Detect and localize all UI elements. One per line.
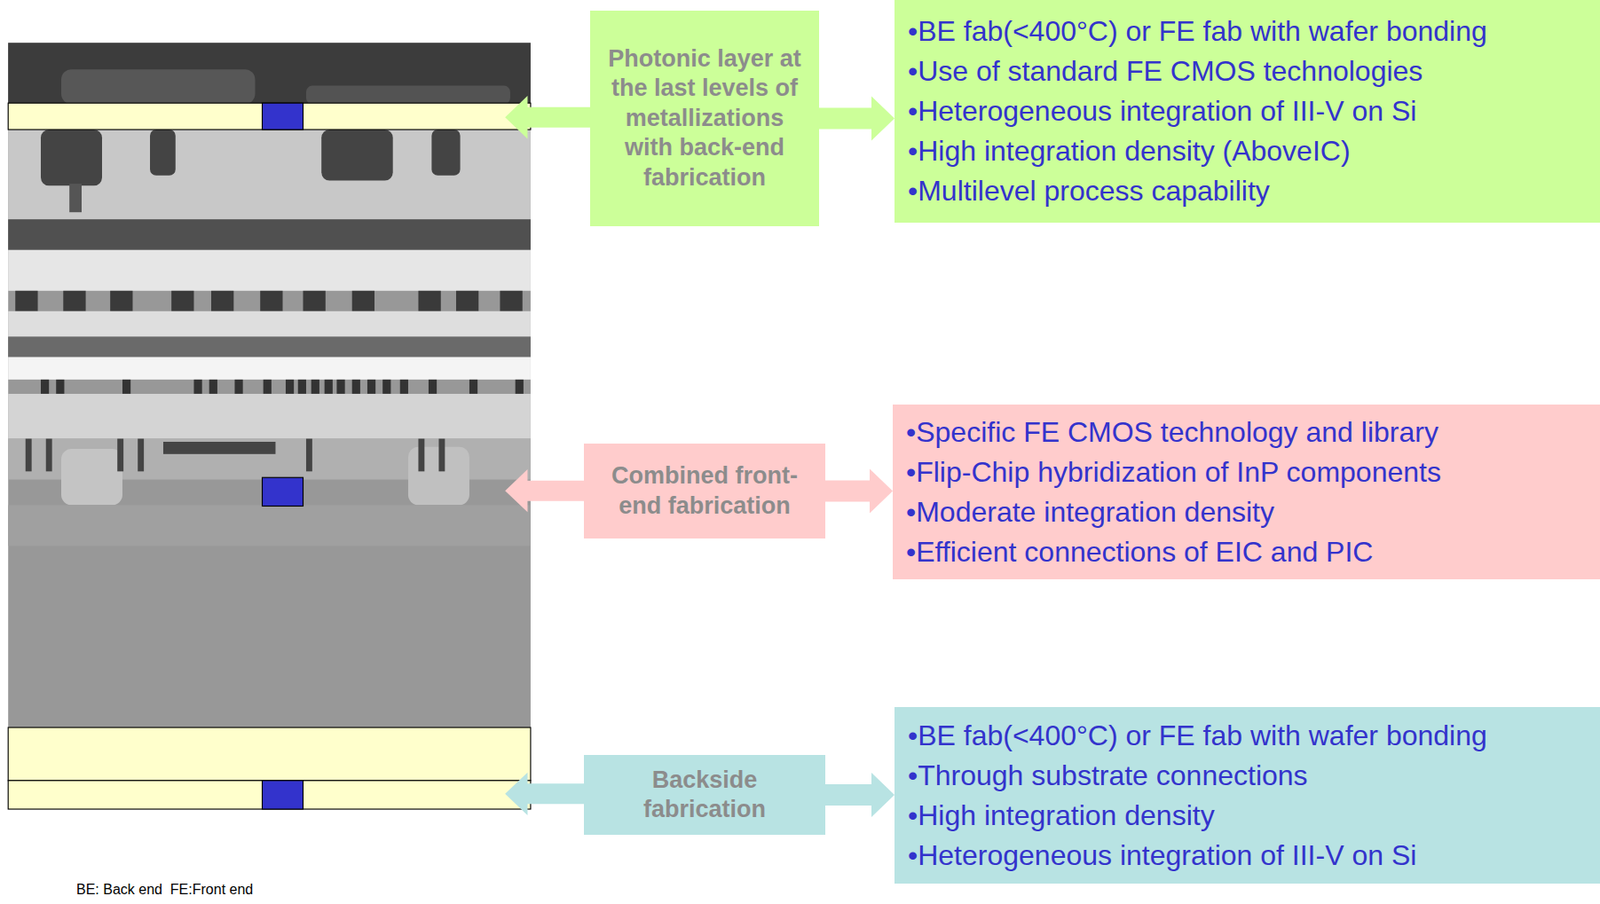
feature-list-box: •Specific FE CMOS technology and library… (892, 404, 1600, 580)
backside-layer (7, 727, 531, 781)
dielectric (7, 250, 531, 292)
bullet-item: •BE fab(<400°C) or FE fab with wafer bon… (907, 11, 1488, 52)
photonic-layer (7, 102, 531, 130)
waveguide (262, 477, 304, 506)
top-metal (7, 42, 531, 104)
metal-lines (15, 291, 522, 312)
via (321, 129, 393, 182)
category-label: Backside fabrication (601, 765, 808, 826)
via (431, 129, 460, 176)
waveguide (262, 102, 304, 130)
pointer-arrow (504, 469, 586, 513)
bullet-item: •Efficient connections of EIC and PIC (906, 532, 1373, 573)
contacts (25, 439, 446, 473)
substrate (7, 42, 531, 728)
bullet-item: •High integration density (AboveIC) (907, 131, 1351, 172)
footnote: BE: Back end FE:Front end (76, 882, 253, 899)
bullet-item: •Moderate integration density (906, 492, 1275, 533)
photonic-layer (7, 780, 531, 810)
dielectric (7, 129, 531, 220)
bullet-item: •Use of standard FE CMOS technologies (907, 51, 1423, 92)
via (40, 129, 103, 186)
bullet-item: •Heterogeneous integration of III-V on S… (907, 835, 1417, 876)
category-box: Backside fabrication (583, 755, 826, 836)
top-metal (61, 69, 255, 104)
metal-band (7, 219, 531, 251)
bullet-item: •Heterogeneous integration of III-V on S… (907, 91, 1417, 132)
waveguide (262, 780, 304, 810)
bullet-item: •Flip-Chip hybridization of InP componen… (906, 452, 1442, 493)
via (69, 183, 82, 213)
bullet-item: •Specific FE CMOS technology and library (906, 412, 1439, 453)
bullet-item: •Multilevel process capability (907, 171, 1270, 212)
bullet-item: •High integration density (907, 796, 1215, 836)
pointer-arrow (504, 772, 586, 816)
dielectric (7, 394, 531, 440)
feature-list-box: •BE fab(<400°C) or FE fab with wafer bon… (894, 707, 1600, 884)
block-arrow (825, 772, 895, 818)
block-arrow (825, 469, 893, 514)
feature-list-box: •BE fab(<400°C) or FE fab with wafer bon… (894, 0, 1600, 223)
bullet-item: •Through substrate connections (907, 756, 1309, 797)
dielectric (7, 311, 531, 338)
block-arrow (819, 96, 895, 142)
metal-lines (40, 379, 524, 395)
bullet-item: •BE fab(<400°C) or FE fab with wafer bon… (907, 716, 1488, 757)
category-box: Combined front-end fabrication (583, 443, 826, 539)
category-box: Photonic layer at the last levels of met… (590, 10, 820, 227)
category-label: Combined front-end fabrication (601, 461, 808, 521)
pointer-arrow (504, 95, 592, 139)
device (61, 449, 123, 505)
metal-band (7, 337, 531, 358)
active-layer (7, 504, 531, 546)
via (149, 129, 176, 176)
top-metal (306, 86, 511, 105)
category-label: Photonic layer at the last levels of met… (607, 44, 802, 193)
dielectric (7, 357, 531, 380)
